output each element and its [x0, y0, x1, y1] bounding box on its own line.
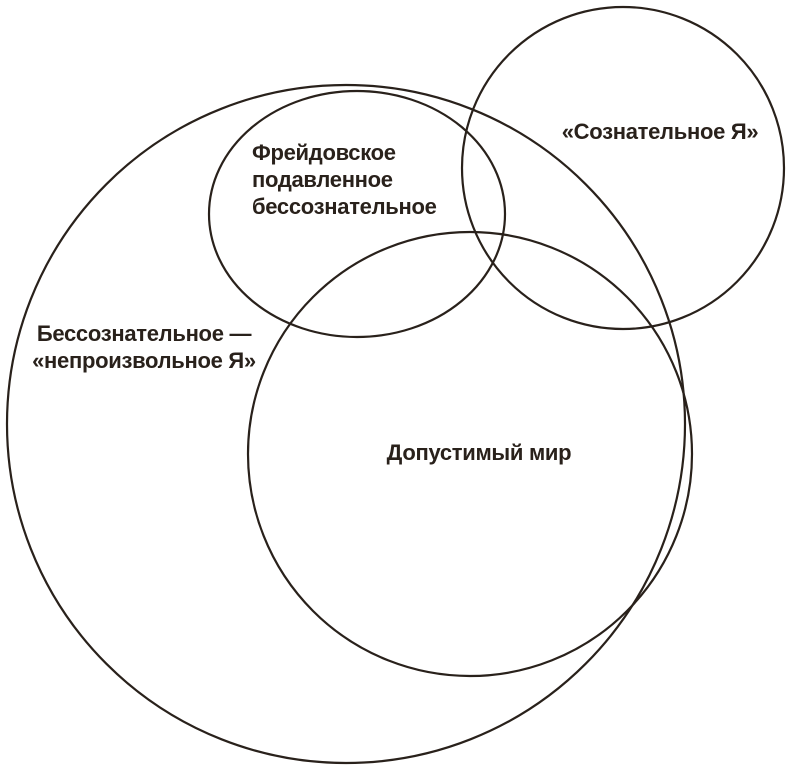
- label-line: подавленное: [252, 167, 393, 192]
- label-line: Допустимый мир: [386, 440, 572, 465]
- label-line: Фрейдовское: [252, 140, 396, 165]
- label-line: Бессознательное —: [36, 321, 252, 346]
- label-line: «Сознательное Я»: [561, 119, 759, 144]
- label-conscious-self: «Сознательное Я»: [535, 118, 785, 145]
- label-permissible-world: Допустимый мир: [354, 439, 604, 466]
- unconscious-involuntary-self-circle: [5, 83, 687, 765]
- conscious-self-circle: [460, 5, 786, 331]
- label-line: «непроизвольное Я»: [32, 348, 256, 373]
- label-unconscious-involuntary-self: Бессознательное — «непроизвольное Я»: [18, 320, 270, 374]
- label-freud-repressed-unconscious: Фрейдовское подавленное бессознательное: [252, 139, 437, 220]
- freud-repressed-unconscious-ellipse: [207, 89, 507, 339]
- permissible-world-circle: [246, 230, 694, 678]
- label-line: бессознательное: [252, 194, 437, 219]
